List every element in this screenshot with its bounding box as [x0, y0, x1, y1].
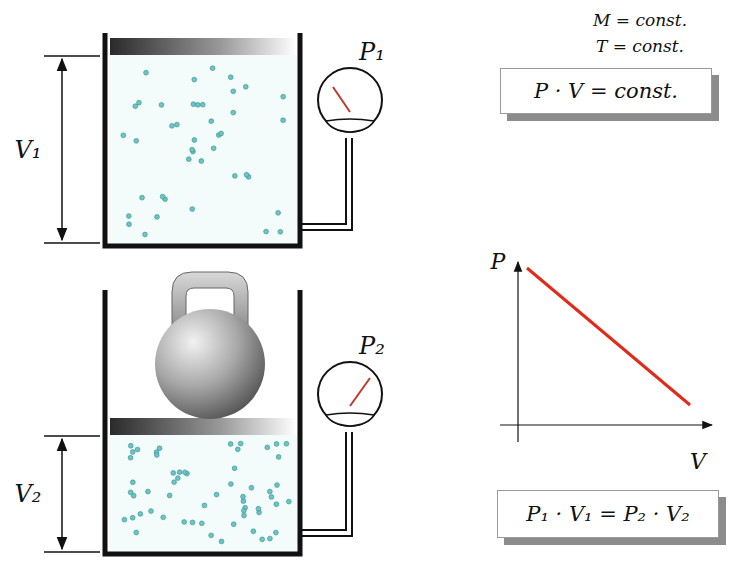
gas-region — [109, 55, 297, 245]
pressure-label: P₁ — [359, 39, 385, 65]
pressure-gauge — [300, 68, 382, 230]
piston — [110, 418, 296, 435]
kettlebell — [155, 309, 265, 419]
volume-label: V₂ — [15, 481, 42, 507]
axis-label: P — [491, 250, 506, 274]
constant-note: M = const. — [593, 11, 687, 30]
pressure-gauge — [300, 362, 382, 536]
constant-note: T = const. — [596, 37, 684, 56]
gas-region — [109, 435, 297, 552]
dimension-line — [44, 56, 100, 552]
gas-molecules — [121, 66, 286, 237]
piston — [110, 38, 296, 55]
axis-label: V — [690, 450, 706, 474]
pv-graph — [500, 262, 712, 442]
formula-text: P · V = const. — [534, 79, 678, 103]
gas-molecules — [122, 441, 291, 544]
volume-label: V₁ — [15, 137, 42, 163]
formula-text: P₁ · V₁ = P₂ · V₂ — [526, 502, 689, 526]
formula-box: P · V = const. — [500, 68, 712, 114]
pressure-label: P₂ — [359, 333, 385, 359]
cylinder-wall — [105, 290, 300, 554]
cylinder-wall — [105, 33, 300, 246]
formula-box: P₁ · V₁ = P₂ · V₂ — [497, 490, 719, 538]
